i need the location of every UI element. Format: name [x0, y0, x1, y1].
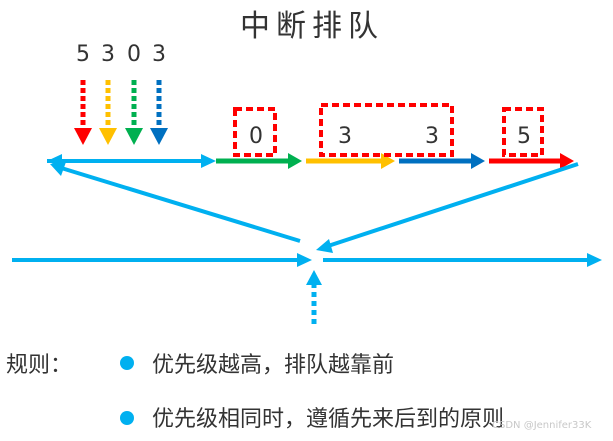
return-line-left: [57, 165, 301, 243]
incoming-arrowhead-4: [150, 128, 168, 145]
interrupt-queue: 0 3 3 5: [216, 103, 574, 169]
queue-priority-4: 5: [517, 124, 531, 149]
queue-priority-2: 3: [338, 124, 352, 149]
highlight-box-priority-5: [502, 107, 544, 157]
rule-2: 优先级相同时，遵循先来后到的原则: [152, 407, 505, 432]
rules-label: 规则：: [6, 353, 73, 378]
incoming-priority-2: 3: [101, 42, 115, 67]
main-program-line-right-arrowhead: [587, 253, 602, 267]
queue-arrowhead-3: [471, 153, 485, 169]
return-line-right-arrowhead: [316, 239, 333, 253]
rule-bullet-1: [120, 356, 134, 370]
rule-1: 优先级越高，排队越靠前: [152, 353, 395, 378]
main-program-line-left-arrowhead: [297, 253, 312, 267]
diagram-title: 中断排队: [240, 9, 384, 44]
rule-bullet-2: [120, 411, 134, 425]
entry-line-right-arrowhead: [201, 154, 216, 168]
incoming-arrowhead-1: [74, 128, 92, 145]
return-line-left-arrowhead: [50, 162, 66, 176]
watermark: CSDN @Jennifer33K: [492, 420, 592, 431]
queue-priority-3: 3: [425, 124, 439, 149]
incoming-priority-1: 5: [76, 42, 90, 67]
return-line-right: [327, 162, 579, 248]
interrupt-trigger-arrowhead: [306, 270, 322, 285]
queue-arrowhead-1: [288, 153, 302, 169]
highlight-box-priority-0: [233, 107, 277, 157]
incoming-priority-4: 3: [152, 42, 166, 67]
queue-arrowhead-4: [560, 153, 574, 169]
incoming-priority-3: 0: [127, 42, 141, 67]
queue-priority-1: 0: [249, 124, 263, 149]
incoming-arrowhead-2: [99, 128, 117, 145]
incoming-arrowhead-3: [125, 128, 143, 145]
highlight-box-priority-3: [319, 103, 454, 157]
